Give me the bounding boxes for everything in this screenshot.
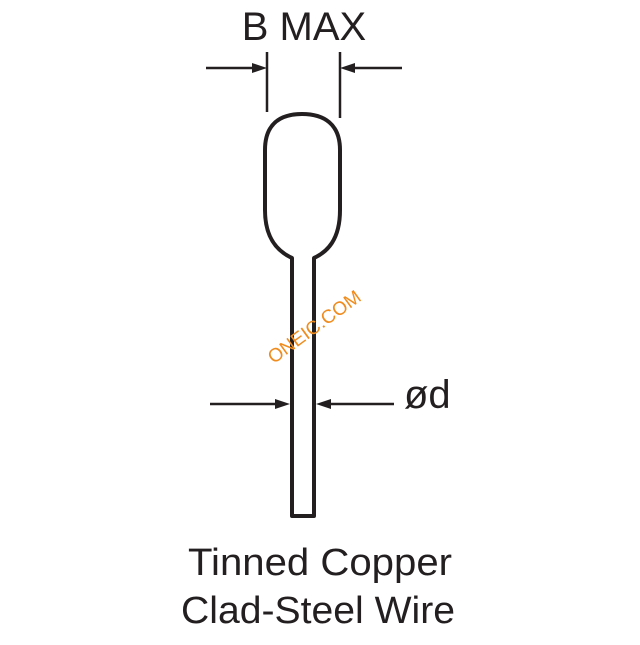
lead-diameter-label: ød	[404, 373, 451, 417]
b-max-label: B MAX	[242, 5, 366, 49]
caption-line-1: Tinned Copper	[188, 542, 452, 584]
caption-line-2: Clad-Steel Wire	[181, 590, 455, 632]
d-arrow-right-head	[316, 399, 331, 409]
b-max-arrow-right-head	[340, 63, 355, 73]
d-arrow-left-head	[275, 399, 290, 409]
capacitor-body-outline	[263, 112, 342, 518]
b-max-arrow-left-head	[252, 63, 267, 73]
